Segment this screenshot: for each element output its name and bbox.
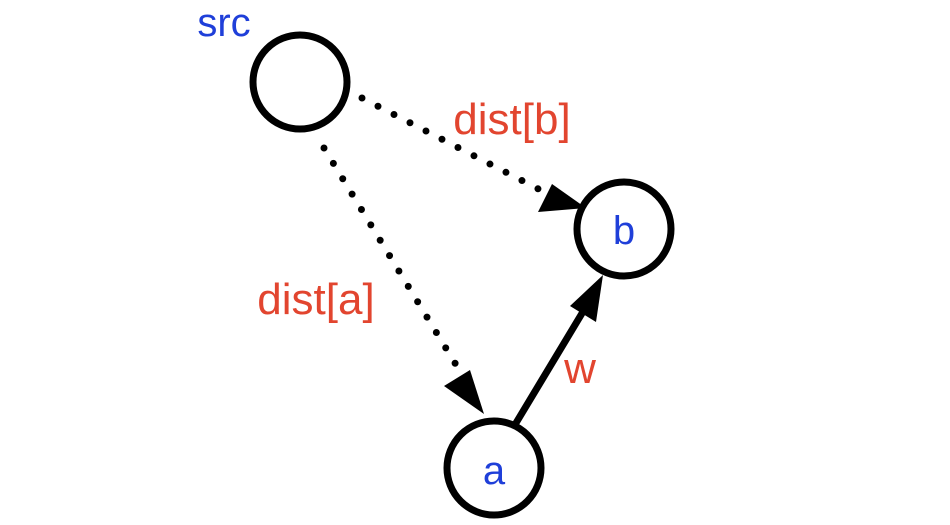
edge-src-to-a-line — [320, 144, 462, 372]
edge-src-to-b-line — [358, 94, 552, 198]
edge-src-to-a-arrowhead — [444, 370, 484, 414]
node-a-circle — [443, 417, 545, 519]
edge-src-to-b-arrowhead — [538, 184, 586, 212]
node-src — [249, 31, 351, 133]
edge-src-to-b — [358, 94, 586, 212]
edge-a-to-b-label: w — [563, 344, 596, 393]
edge-a-to-b — [512, 275, 603, 427]
node-b-circle — [573, 178, 675, 280]
node-a: a — [443, 417, 545, 519]
edge-a-to-b-arrowhead — [570, 275, 603, 322]
node-b: b — [573, 178, 675, 280]
node-src-circle — [249, 31, 351, 133]
edge-src-to-a — [320, 144, 484, 414]
edge-src-to-b-label: dist[b] — [453, 95, 570, 144]
node-b-label: b — [613, 209, 635, 253]
edge-src-to-a-label: dist[a] — [257, 275, 374, 324]
node-src-label: src — [197, 1, 250, 45]
edge-a-to-b-line — [512, 306, 588, 427]
node-a-label: a — [483, 449, 506, 493]
